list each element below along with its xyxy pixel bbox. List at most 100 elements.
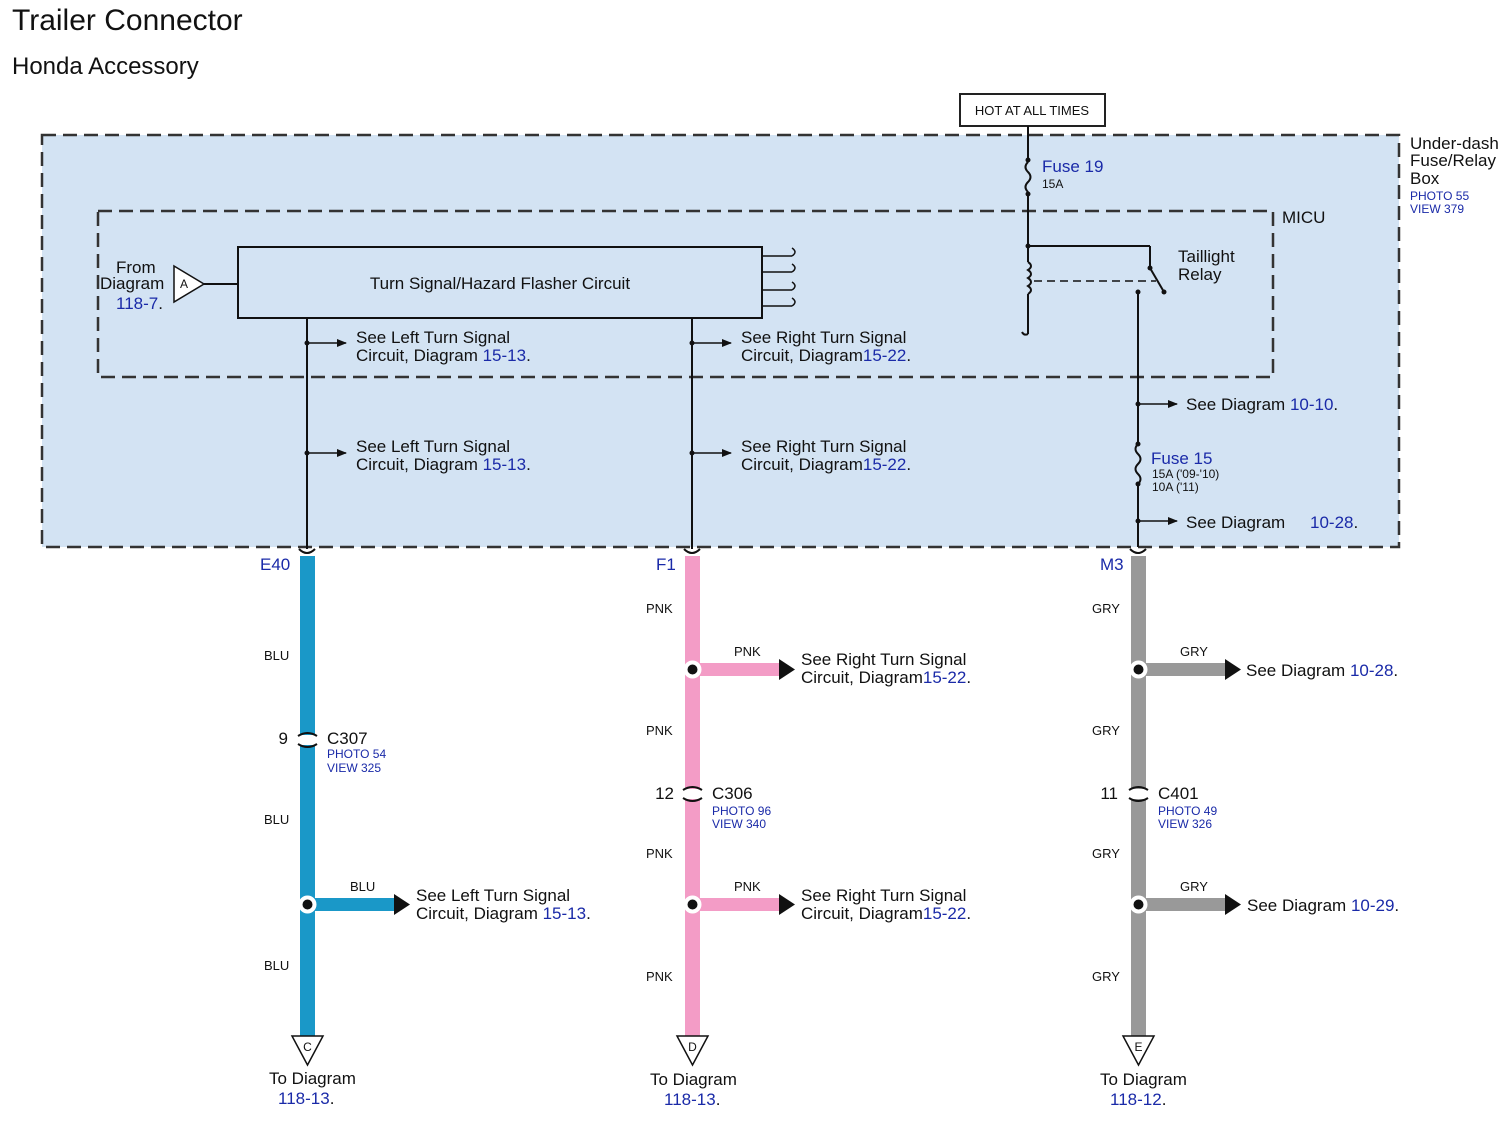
see-10-28-top-link[interactable]: 10-28 [1310, 513, 1353, 532]
left-end-link[interactable]: 118-13 [278, 1089, 330, 1108]
middle-wire-label-3: PNK [646, 846, 673, 861]
left-ref1-line2: Circuit, Diagram 15-13. [356, 346, 531, 365]
left-ref1-line1: See Left Turn Signal [356, 328, 510, 347]
hot-at-all-times-box [959, 93, 1106, 127]
hot-at-all-times-label: HOT AT ALL TIMES [975, 103, 1089, 118]
from-diagram-ref[interactable]: 118-7 [116, 294, 158, 313]
c401-pin: 11 [1100, 784, 1118, 803]
right-wire-label-1: GRY [1092, 601, 1120, 616]
right-branch2-wire: GRY [1180, 879, 1208, 894]
middle-branch1-line2: Circuit, Diagram15-22. [801, 668, 971, 687]
see-10-28-top-ref: 10-28. [1310, 513, 1358, 532]
left-wire-label-1: BLU [264, 648, 289, 663]
middle-branch1-wire: PNK [734, 644, 761, 659]
left-branch-wire: BLU [350, 879, 375, 894]
page-subtitle: Honda Accessory [12, 53, 199, 80]
from-diagram-marker-letter: A [180, 277, 188, 291]
right-ref1-link[interactable]: 15-22 [863, 346, 906, 365]
left-end-ref-line: 118-13. [278, 1089, 334, 1108]
under-dash-label-1: Under-dash [1410, 134, 1499, 153]
middle-branch2-line2: Circuit, Diagram15-22. [801, 904, 971, 923]
right-end-marker [1121, 1035, 1156, 1067]
middle-branch2-line1: See Right Turn Signal [801, 886, 966, 905]
middle-branch1-link[interactable]: 15-22 [923, 668, 966, 687]
middle-branch2-link[interactable]: 15-22 [923, 904, 966, 923]
c307-name: C307 [327, 729, 368, 748]
under-dash-label-2: Fuse/Relay [1410, 151, 1496, 170]
middle-wire-label-1: PNK [646, 601, 673, 616]
c306-photo[interactable]: PHOTO 96 [712, 804, 771, 818]
right-end-marker-letter: E [1134, 1040, 1142, 1054]
from-diagram-marker [173, 264, 206, 304]
right-ref2-link[interactable]: 15-22 [863, 455, 906, 474]
middle-end-marker [675, 1035, 710, 1067]
left-end-marker [290, 1035, 325, 1067]
left-end-label: To Diagram [269, 1069, 356, 1088]
left-ref2-line1: See Left Turn Signal [356, 437, 510, 456]
c307-pin: 9 [279, 729, 288, 748]
under-dash-photo[interactable]: PHOTO 55 [1410, 189, 1469, 203]
taillight-relay [1021, 245, 1165, 547]
fuse-19-name[interactable]: Fuse 19 [1042, 157, 1103, 176]
left-branch-link[interactable]: 15-13 [543, 904, 586, 923]
middle-wire-label-4: PNK [646, 969, 673, 984]
fuse-15-name[interactable]: Fuse 15 [1151, 449, 1212, 468]
c307-view[interactable]: VIEW 325 [327, 761, 381, 775]
terminal-m3[interactable]: M3 [1100, 555, 1124, 574]
right-ref1-line2: Circuit, Diagram15-22. [741, 346, 911, 365]
right-branch1-text: See Diagram 10-28. [1246, 661, 1398, 680]
see-10-10-link[interactable]: 10-10 [1290, 395, 1333, 414]
fuse-19-rating: 15A [1042, 177, 1063, 191]
c401-view[interactable]: VIEW 326 [1158, 817, 1212, 831]
c401-photo[interactable]: PHOTO 49 [1158, 804, 1217, 818]
see-10-10: See Diagram 10-10. [1186, 395, 1338, 414]
under-dash-view[interactable]: VIEW 379 [1410, 202, 1464, 216]
left-ref2-line2: Circuit, Diagram 15-13. [356, 455, 531, 474]
c306-name: C306 [712, 784, 753, 803]
from-diagram-ref-line: 118-7. [116, 294, 163, 313]
right-ref2-line2: Circuit, Diagram15-22. [741, 455, 911, 474]
flasher-circuit-box [237, 246, 763, 319]
right-end-link[interactable]: 118-12 [1110, 1090, 1162, 1109]
middle-wire-label-2: PNK [646, 723, 673, 738]
left-branch-line1: See Left Turn Signal [416, 886, 570, 905]
middle-branch1-line1: See Right Turn Signal [801, 650, 966, 669]
c401-name: C401 [1158, 784, 1199, 803]
middle-branch2-wire: PNK [734, 879, 761, 894]
taillight-relay-label-1: Taillight [1178, 247, 1235, 266]
right-end-ref-line: 118-12. [1110, 1090, 1166, 1109]
left-ref1-link[interactable]: 15-13 [483, 346, 526, 365]
micu-label: MICU [1282, 208, 1325, 227]
left-branch-line2: Circuit, Diagram 15-13. [416, 904, 591, 923]
under-dash-label-3: Box [1410, 169, 1440, 188]
from-diagram-label-1: From [116, 258, 156, 277]
middle-end-marker-letter: D [688, 1040, 697, 1054]
left-end-marker-letter: C [303, 1040, 312, 1054]
left-ref2-link[interactable]: 15-13 [483, 455, 526, 474]
fuse-15-rating-1: 15A ('09-'10) [1152, 467, 1219, 481]
terminal-e40[interactable]: E40 [260, 555, 290, 574]
under-dash-fuse-relay-box [40, 133, 1401, 549]
right-branch1-link[interactable]: 10-28 [1350, 661, 1393, 680]
from-diagram-label-2: Diagram [100, 274, 164, 293]
right-branch2-text: See Diagram 10-29. [1247, 896, 1399, 915]
c307-photo[interactable]: PHOTO 54 [327, 747, 386, 761]
terminal-f1[interactable]: F1 [656, 555, 676, 574]
page-title: Trailer Connector [12, 4, 243, 37]
taillight-relay-label-2: Relay [1178, 265, 1222, 284]
c306-pin: 12 [655, 784, 674, 803]
right-ref1-line1: See Right Turn Signal [741, 328, 906, 347]
right-wire-label-4: GRY [1092, 969, 1120, 984]
flasher-circuit-label: Turn Signal/Hazard Flasher Circuit [370, 274, 630, 293]
middle-end-label: To Diagram [650, 1070, 737, 1089]
right-branch2-link[interactable]: 10-29 [1351, 896, 1394, 915]
left-wire-blu [300, 556, 410, 1036]
fuse-15 [1134, 443, 1142, 485]
flasher-output-stubs [762, 247, 796, 307]
fuse-19 [1024, 126, 1032, 262]
right-wire-label-3: GRY [1092, 846, 1120, 861]
right-end-label: To Diagram [1100, 1070, 1187, 1089]
middle-end-link[interactable]: 118-13 [664, 1090, 716, 1109]
c306-view[interactable]: VIEW 340 [712, 817, 766, 831]
